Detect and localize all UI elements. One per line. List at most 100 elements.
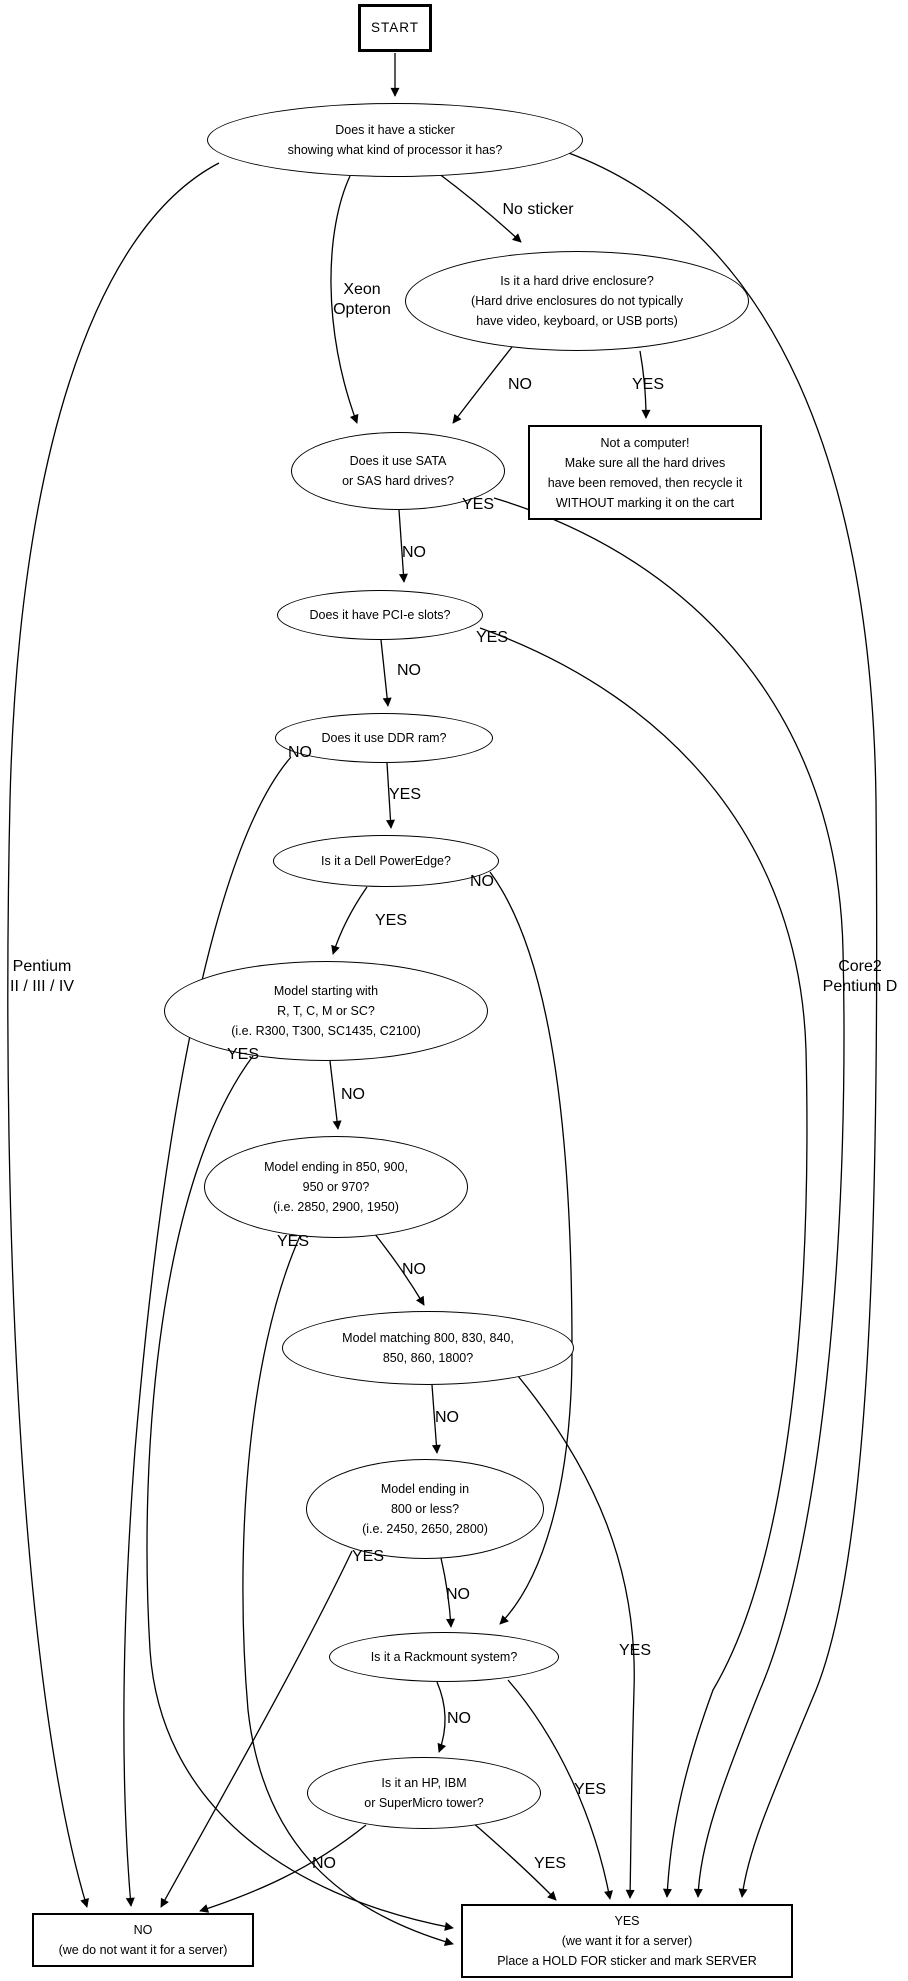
- edge-label-800s-yes: YES: [618, 1642, 652, 1659]
- edge-label-xeon-opteron: Xeon Opteron: [333, 280, 391, 320]
- edge-label-800less-yes: YES: [351, 1548, 385, 1565]
- node-not-a-computer-line3: have been removed, then recycle it: [547, 475, 743, 490]
- edge-rtcm-yes-to-yesbox: [146, 1055, 454, 1931]
- node-yes-terminal-line2: (we want it for a server): [561, 1934, 693, 1948]
- edge-label-rtcm-no: NO: [341, 1086, 365, 1103]
- edge-sticker-xeon-to-sata: [330, 175, 359, 424]
- edge-label-ddr-yes: YES: [388, 786, 422, 803]
- node-no-terminal-line1: NO: [133, 1923, 153, 1937]
- node-model-rtcm-line1: Model starting with: [273, 984, 379, 998]
- edge-label-poweredge-no: NO: [470, 873, 494, 890]
- node-poweredge-line1: Is it a Dell PowerEdge?: [321, 854, 451, 868]
- edge-pcie-no-to-ddr: [380, 639, 392, 707]
- node-hpibm-question: Is it an HP, IBM or SuperMicro tower?: [307, 1757, 541, 1829]
- edge-sticker-nosticker-to-enclosure: [437, 172, 522, 243]
- edge-800less-yes-to-nobox: [160, 1550, 353, 1908]
- edge-800s-yes-to-yesbox: [517, 1375, 635, 1899]
- edge-sticker-pentium-to-nobox: [7, 162, 220, 1908]
- node-pcie-line1: Does it have PCI-e slots?: [309, 608, 451, 622]
- edge-sticker-core2-to-yesbox: [565, 151, 878, 1898]
- edge-label-pentium-line1: Pentium: [12, 958, 72, 975]
- edge-label-sata-yes: YES: [461, 496, 495, 513]
- node-model-800s-line2: 850, 860, 1800?: [382, 1351, 474, 1365]
- node-model-850-line2: 950 or 970?: [302, 1180, 370, 1194]
- node-enclosure-line3: have video, keyboard, or USB ports): [476, 314, 678, 328]
- edge-rtcm-no-to-850: [329, 1060, 342, 1130]
- edge-ddr-yes-to-poweredge: [386, 762, 395, 829]
- node-enclosure-line1: Is it a hard drive enclosure?: [500, 274, 654, 288]
- node-yes-terminal-line1: YES: [614, 1914, 640, 1928]
- edge-label-800less-no: NO: [446, 1586, 470, 1603]
- edge-label-800s-no: NO: [435, 1409, 459, 1426]
- edge-rackmount-no-to-hpibm: [436, 1681, 447, 1753]
- node-model-800less-question: Model ending in 800 or less? (i.e. 2450,…: [306, 1459, 544, 1559]
- edge-enclosure-yes-to-notcomputer: [639, 350, 651, 419]
- edge-hpibm-no-to-nobox: [199, 1824, 367, 1913]
- edge-label-no-sticker: No sticker: [502, 201, 574, 218]
- node-sticker-question: Does it have a sticker showing what kind…: [207, 103, 583, 177]
- edge-label-rackmount-yes: YES: [573, 1781, 607, 1798]
- edge-label-enclosure-yes: YES: [631, 376, 665, 393]
- edge-sata-no-to-pcie: [398, 509, 408, 583]
- node-hpibm-line2: or SuperMicro tower?: [364, 1796, 484, 1810]
- edge-label-pentium: Pentium II / III / IV: [10, 957, 74, 997]
- node-model-800less-line1: Model ending in: [380, 1482, 470, 1496]
- node-sata-question: Does it use SATA or SAS hard drives?: [291, 432, 505, 510]
- edge-hpibm-yes-to-yesbox: [471, 1821, 557, 1901]
- node-poweredge-question: Is it a Dell PowerEdge?: [273, 835, 499, 887]
- node-not-a-computer: Not a computer! Make sure all the hard d…: [528, 425, 762, 520]
- node-start-label: START: [370, 20, 419, 35]
- node-model-rtcm-line3: (i.e. R300, T300, SC1435, C2100): [231, 1024, 421, 1038]
- node-enclosure-question: Is it a hard drive enclosure? (Hard driv…: [405, 251, 749, 351]
- edge-label-sata-no: NO: [402, 544, 426, 561]
- node-hpibm-line1: Is it an HP, IBM: [381, 1776, 467, 1790]
- node-enclosure-line2: (Hard drive enclosures do not typically: [471, 294, 683, 308]
- node-sticker-line1: Does it have a sticker: [335, 123, 455, 137]
- edge-label-pcie-no: NO: [397, 662, 421, 679]
- edge-label-pcie-yes: YES: [475, 629, 509, 646]
- node-not-a-computer-line1: Not a computer!: [600, 435, 690, 450]
- edge-label-hpibm-yes: YES: [533, 1855, 567, 1872]
- node-model-800less-line2: 800 or less?: [390, 1502, 460, 1516]
- edge-label-core2: Core2 Pentium D: [823, 957, 898, 997]
- node-sticker-line2: showing what kind of processor it has?: [287, 143, 503, 157]
- node-model-rtcm-question: Model starting with R, T, C, M or SC? (i…: [164, 961, 488, 1061]
- node-model-850-line3: (i.e. 2850, 2900, 1950): [273, 1200, 399, 1214]
- edge-pcie-yes-to-yesbox: [479, 627, 808, 1898]
- edge-label-850-no: NO: [402, 1261, 426, 1278]
- edge-label-core2-line1: Core2: [838, 958, 882, 975]
- node-model-800less-line3: (i.e. 2450, 2650, 2800): [362, 1522, 488, 1536]
- edge-label-rackmount-no: NO: [447, 1710, 471, 1727]
- node-sata-line2: or SAS hard drives?: [342, 474, 454, 488]
- edge-ddr-no-to-nobox: [123, 756, 292, 1907]
- edge-label-enclosure-no: NO: [508, 376, 532, 393]
- edge-label-xeon: Xeon: [343, 281, 381, 298]
- node-model-800s-line1: Model matching 800, 830, 840,: [342, 1331, 514, 1345]
- node-yes-terminal: YES (we want it for a server) Place a HO…: [461, 1904, 793, 1978]
- node-rackmount-question: Is it a Rackmount system?: [329, 1632, 559, 1682]
- node-no-terminal: NO (we do not want it for a server): [32, 1913, 254, 1967]
- edge-label-hpibm-no: NO: [312, 1855, 336, 1872]
- edge-label-opteron: Opteron: [333, 301, 391, 318]
- node-model-850-line1: Model ending in 850, 900,: [264, 1160, 408, 1174]
- edge-poweredge-no-to-rackmount: [489, 871, 573, 1625]
- node-model-800s-question: Model matching 800, 830, 840, 850, 860, …: [282, 1311, 574, 1385]
- node-rackmount-line1: Is it a Rackmount system?: [370, 1650, 518, 1664]
- edge-sata-yes-to-yesbox: [493, 497, 845, 1898]
- edge-label-pentium-line2: II / III / IV: [9, 978, 75, 995]
- edge-label-rtcm-yes: YES: [226, 1046, 260, 1063]
- edge-850-no-to-800s: [373, 1232, 425, 1306]
- edge-poweredge-yes-to-rtcm: [331, 886, 368, 955]
- node-model-850-question: Model ending in 850, 900, 950 or 970? (i…: [204, 1136, 468, 1238]
- node-not-a-computer-line2: Make sure all the hard drives: [564, 455, 726, 470]
- node-sata-line1: Does it use SATA: [349, 454, 447, 468]
- edge-label-850-yes: YES: [276, 1233, 310, 1250]
- node-yes-terminal-line3: Place a HOLD FOR sticker and mark SERVER: [497, 1954, 757, 1968]
- edge-850-yes-to-yesbox: [242, 1235, 454, 1947]
- node-pcie-question: Does it have PCI-e slots?: [277, 590, 483, 640]
- node-model-rtcm-line2: R, T, C, M or SC?: [277, 1004, 375, 1018]
- edge-800s-no-to-800less: [431, 1384, 441, 1454]
- edge-rackmount-yes-to-yesbox: [507, 1679, 613, 1900]
